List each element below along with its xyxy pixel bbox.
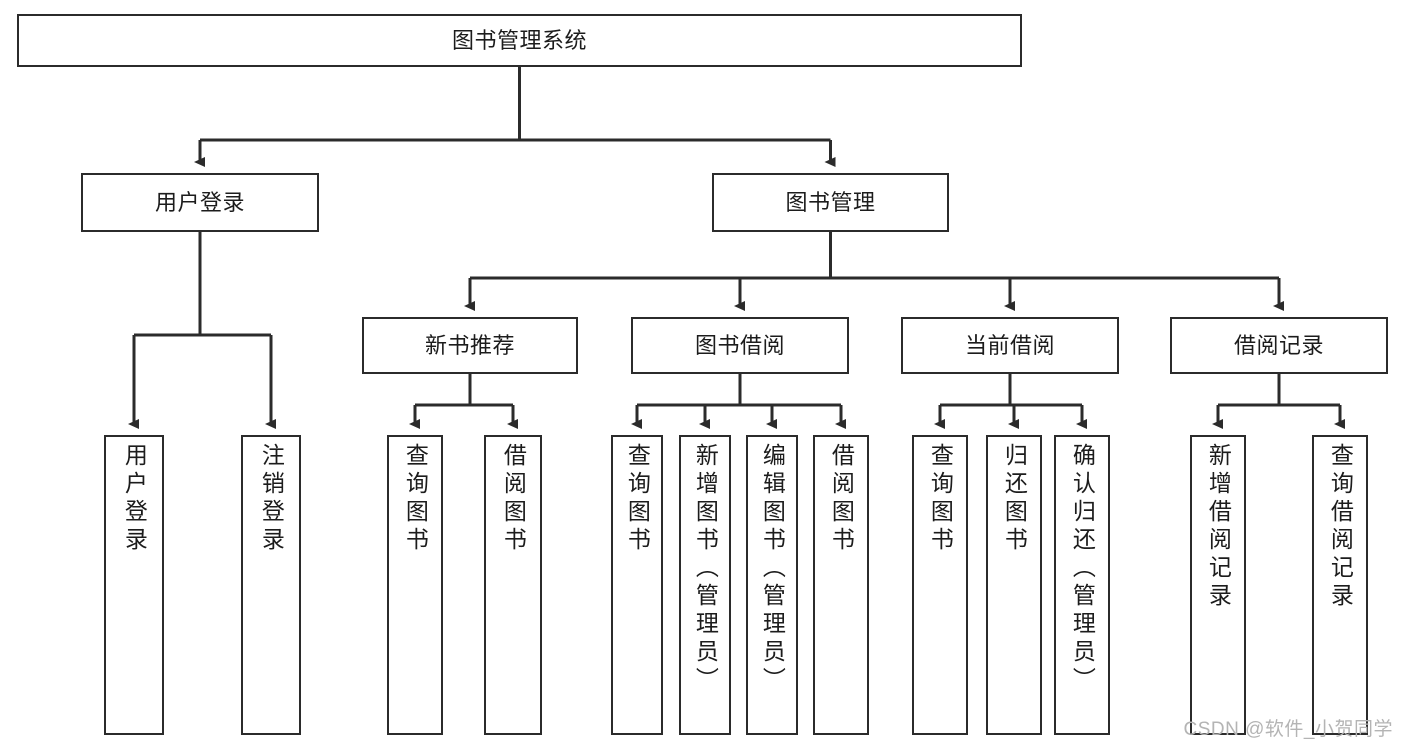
node-label: 归还图书	[1001, 443, 1028, 555]
node-leaf-r-add[interactable]: 新增借阅记录	[1190, 435, 1246, 735]
node-leaf-b-borrow[interactable]: 借阅图书	[813, 435, 869, 735]
node-label: 借阅图书	[828, 443, 855, 555]
node-leaf-user-logout[interactable]: 注销登录	[241, 435, 301, 735]
node-leaf-b-query[interactable]: 查询图书	[611, 435, 663, 735]
node-leaf-c-confirm[interactable]: 确认归还（管理员）	[1054, 435, 1110, 735]
node-leaf-new-query[interactable]: 查询图书	[387, 435, 443, 735]
node-label: 图书管理系统	[451, 27, 587, 53]
node-label: 图书借阅	[694, 332, 785, 358]
node-l3-borrow[interactable]: 图书借阅	[631, 317, 849, 374]
node-label: 借阅记录	[1233, 332, 1324, 358]
node-leaf-new-borrow[interactable]: 借阅图书	[484, 435, 542, 735]
node-leaf-b-add[interactable]: 新增图书（管理员）	[679, 435, 731, 735]
node-label: 借阅图书	[500, 443, 527, 555]
node-label: 确认归还（管理员）	[1069, 443, 1096, 695]
node-label: 注销登录	[258, 443, 285, 555]
node-leaf-b-edit[interactable]: 编辑图书（管理员）	[746, 435, 798, 735]
node-leaf-c-query[interactable]: 查询图书	[912, 435, 968, 735]
node-l3-new[interactable]: 新书推荐	[362, 317, 578, 374]
node-label: 查询图书	[927, 443, 954, 555]
node-label: 新书推荐	[424, 332, 515, 358]
node-label: 新增借阅记录	[1205, 443, 1232, 611]
node-l2-book[interactable]: 图书管理	[712, 173, 949, 232]
node-label: 编辑图书（管理员）	[759, 443, 786, 695]
node-root[interactable]: 图书管理系统	[17, 14, 1022, 67]
node-leaf-c-return[interactable]: 归还图书	[986, 435, 1042, 735]
node-leaf-r-query[interactable]: 查询借阅记录	[1312, 435, 1368, 735]
node-l3-current[interactable]: 当前借阅	[901, 317, 1119, 374]
node-l3-record[interactable]: 借阅记录	[1170, 317, 1388, 374]
node-label: 用户登录	[121, 443, 148, 555]
node-leaf-user-login[interactable]: 用户登录	[104, 435, 164, 735]
node-label: 查询图书	[624, 443, 651, 555]
node-label: 查询图书	[402, 443, 429, 555]
node-label: 当前借阅	[964, 332, 1055, 358]
node-label: 新增图书（管理员）	[692, 443, 719, 695]
node-label: 用户登录	[154, 189, 245, 215]
node-label: 查询借阅记录	[1327, 443, 1354, 611]
node-l2-user[interactable]: 用户登录	[81, 173, 319, 232]
node-label: 图书管理	[785, 189, 876, 215]
